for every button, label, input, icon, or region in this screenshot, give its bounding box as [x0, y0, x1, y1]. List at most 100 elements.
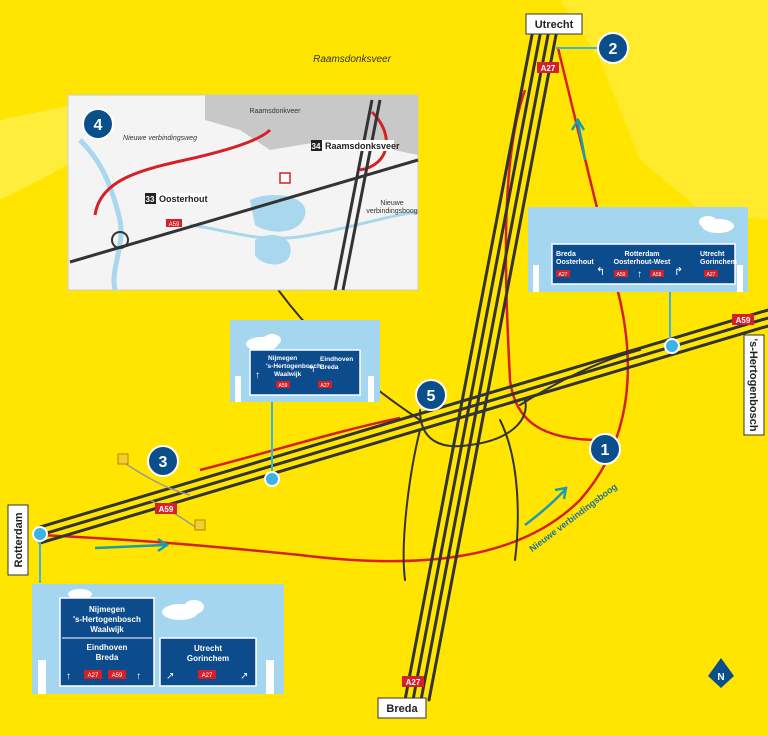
svg-text:33: 33	[146, 195, 155, 204]
svg-text:A27: A27	[559, 272, 568, 278]
sign-right-arrow-2-icon: ↑	[637, 269, 642, 280]
sign-bottom-arrow-4-icon: ↗	[240, 671, 248, 682]
city-breda-label: Breda	[386, 703, 418, 715]
svg-text:Breda: Breda	[96, 653, 119, 662]
inset-a27-2	[341, 99, 382, 291]
city-breda-label-box: Breda	[377, 697, 427, 719]
svg-text:Raamsdonksveer: Raamsdonksveer	[325, 141, 400, 151]
svg-text:A59: A59	[112, 673, 123, 679]
inset-verbindingsboog-line2: verbindingsboog	[366, 208, 417, 215]
arrow-north-icon	[576, 121, 587, 161]
a27-road-3	[419, 33, 550, 702]
marker-4[interactable]: 4	[82, 108, 114, 140]
marker-1[interactable]: 1	[589, 433, 621, 465]
road-shield-a27-south: A27	[402, 676, 424, 687]
svg-text:'s-Hertogenbosch: 's-Hertogenbosch	[266, 363, 321, 370]
sign-middle-arrow-1-icon: ↑	[255, 370, 260, 381]
svg-text:A59: A59	[169, 222, 180, 228]
svg-text:Oosterhout: Oosterhout	[556, 259, 594, 266]
exit-3-crossings	[117, 453, 206, 531]
inset-nieuwe-verbindingsweg-label: Nieuwe verbindingsweg	[123, 135, 197, 142]
a27-road-1	[403, 33, 534, 702]
sign-right-arrow-1-icon: ↰	[596, 266, 605, 278]
road-shield-a27-north: A27	[537, 62, 559, 73]
cloud-icon	[68, 589, 92, 599]
marker-3[interactable]: 3	[147, 445, 179, 477]
svg-text:Gorinchem: Gorinchem	[700, 259, 737, 266]
svg-text:4: 4	[94, 117, 103, 134]
svg-text:Gorinchem: Gorinchem	[187, 654, 229, 663]
place-raamsdonksveer-label: Raamsdonksveer	[313, 54, 391, 65]
svg-text:Breda: Breda	[556, 251, 576, 258]
arrow-north-head-icon	[570, 117, 586, 131]
road-shield-a59-west: A59	[155, 503, 177, 514]
sign-right-gantry-left	[533, 265, 539, 292]
city-utrecht-label: Utrecht	[535, 19, 574, 31]
sign-middle-arrow-2-icon: ↰	[308, 364, 316, 374]
sign-bottom-arrow-3-icon: ↗	[166, 671, 174, 682]
road-shield-a59-east: A59	[732, 314, 754, 325]
inset-road-shield-a59: A59	[166, 219, 182, 228]
inset-exit-33: 33 Oosterhout	[145, 193, 208, 204]
city-s-hertogenbosch-label-box: 's-Hertogenbosch	[743, 334, 765, 436]
svg-text:A27: A27	[202, 673, 213, 679]
arrow-east-icon	[524, 489, 566, 526]
inset-water-pond	[255, 235, 291, 265]
sign-middle-board	[249, 349, 361, 396]
svg-text:A59: A59	[617, 272, 626, 278]
arrow-west-icon	[94, 543, 166, 550]
inset-a59	[69, 158, 419, 264]
inset-raamsdonkveer-label: Raamsdonkveer	[250, 108, 302, 115]
svg-text:Nijmegen: Nijmegen	[89, 605, 125, 614]
city-s-hertogenbosch-label: 's-Hertogenbosch	[747, 338, 759, 431]
svg-text:N: N	[717, 672, 724, 683]
svg-text:A27: A27	[406, 678, 421, 687]
svg-text:A59: A59	[159, 505, 174, 514]
sign-right: Breda Oosterhout A27 ↰ Rotterdam Oosterh…	[528, 207, 748, 292]
sign-bottom-arrow-1-icon: ↑	[66, 671, 71, 682]
svg-text:A27: A27	[88, 673, 99, 679]
sign-right-gantry-right	[737, 265, 743, 292]
inset-a27-1	[333, 99, 374, 291]
svg-text:2: 2	[609, 41, 618, 58]
svg-text:A59: A59	[279, 383, 288, 389]
city-utrecht-label-box: Utrecht	[525, 13, 583, 35]
sign-bottom-board-1	[59, 597, 155, 687]
sign-middle: Nijmegen 's-Hertogenbosch Waalwijk ↑ A59…	[230, 320, 380, 402]
svg-text:A59: A59	[653, 272, 662, 278]
svg-text:5: 5	[427, 388, 436, 405]
marker-2[interactable]: 2	[556, 32, 629, 64]
a27-road-4	[427, 33, 558, 702]
ramp-loop	[419, 399, 527, 448]
ramp-north-east	[519, 349, 641, 406]
a59-road-2	[38, 316, 768, 537]
svg-text:Eindhoven: Eindhoven	[87, 643, 128, 652]
city-rotterdam-label: Rotterdam	[13, 512, 25, 567]
svg-text:3: 3	[159, 454, 168, 471]
svg-text:'s-Hertogenbosch: 's-Hertogenbosch	[73, 615, 141, 624]
svg-text:A27: A27	[707, 272, 716, 278]
exit-3-ramp-north	[119, 459, 191, 496]
inset-verbindingsboog-line1: Nieuwe	[380, 200, 403, 207]
inset-water-river	[189, 210, 419, 240]
sign-bottom-arrow-2-icon: ↑	[136, 671, 141, 682]
inset-roundabout	[111, 231, 129, 249]
svg-text:Nijmegen: Nijmegen	[268, 355, 297, 362]
sign-bottom: Nijmegen 's-Hertogenbosch Waalwijk Eindh…	[32, 584, 284, 694]
north-arrow-icon: N	[708, 658, 734, 688]
marker-5[interactable]: 5	[415, 379, 447, 411]
crossing-icon-north	[117, 453, 129, 465]
inset-water	[78, 138, 124, 291]
svg-text:Waalwijk: Waalwijk	[90, 625, 124, 634]
svg-text:A59: A59	[736, 316, 751, 325]
inset-map: Raamsdonkveer Nieuwe verbindingsweg 33 O…	[67, 94, 419, 291]
inset-new-road	[93, 128, 272, 216]
svg-text:Rotterdam: Rotterdam	[624, 251, 659, 258]
svg-text:Breda: Breda	[320, 364, 339, 371]
a27-road-2	[411, 33, 542, 702]
sign-right-board	[551, 243, 736, 285]
direction-arrows	[94, 117, 587, 553]
svg-text:Oosterhout: Oosterhout	[159, 194, 208, 204]
svg-text:34: 34	[312, 142, 321, 151]
